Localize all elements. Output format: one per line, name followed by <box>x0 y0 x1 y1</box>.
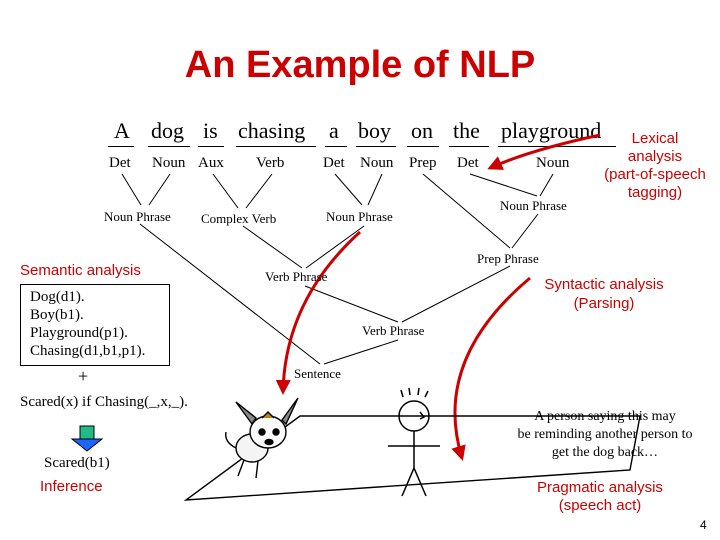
person-figure <box>388 388 440 496</box>
node-verb-phrase-1: Verb Phrase <box>265 269 327 285</box>
semantic-facts: Dog(d1). Boy(b1). Playground(p1). Chasin… <box>30 288 145 360</box>
tree-edge <box>243 226 302 268</box>
inference-label: Inference <box>40 478 103 495</box>
tree-edge <box>306 226 364 268</box>
semantic-result: Scared(b1) <box>44 455 110 472</box>
semantic-rule: Scared(x) if Chasing(_,x,_). <box>20 394 188 411</box>
plus-sign: + <box>78 366 88 387</box>
tree-edge <box>213 174 238 208</box>
tree-edge <box>512 214 538 248</box>
node-noun-phrase-3: Noun Phrase <box>500 198 567 214</box>
tree-edge <box>470 174 537 196</box>
tree-edge <box>122 174 141 205</box>
tree-edge <box>335 174 362 205</box>
pragmatic-text: A person saying this may be reminding an… <box>494 408 716 462</box>
tree-edge <box>540 174 553 196</box>
dog-icon <box>226 398 298 478</box>
node-prep-phrase: Prep Phrase <box>477 251 539 267</box>
node-verb-phrase-2: Verb Phrase <box>362 323 424 339</box>
node-complex-verb: Complex Verb <box>201 211 276 227</box>
arrow-lexical <box>490 135 600 168</box>
node-noun-phrase-2: Noun Phrase <box>326 209 393 225</box>
tree-edge <box>423 174 510 248</box>
lexical-analysis-label: Lexical analysis (part-of-speech tagging… <box>596 130 714 202</box>
inference-arrow-icon <box>72 426 102 451</box>
tree-edge <box>305 286 398 322</box>
tree-edge <box>149 174 170 205</box>
page-number: 4 <box>700 518 707 532</box>
tree-edge <box>324 340 398 364</box>
tree-edge <box>368 174 382 205</box>
semantic-analysis-label: Semantic analysis <box>20 262 141 279</box>
node-noun-phrase-1: Noun Phrase <box>104 209 171 225</box>
tree-edge <box>246 174 272 208</box>
node-sentence: Sentence <box>294 366 341 382</box>
syntactic-analysis-label: Syntactic analysis (Parsing) <box>528 275 680 313</box>
pragmatic-analysis-label: Pragmatic analysis (speech act) <box>520 479 680 515</box>
